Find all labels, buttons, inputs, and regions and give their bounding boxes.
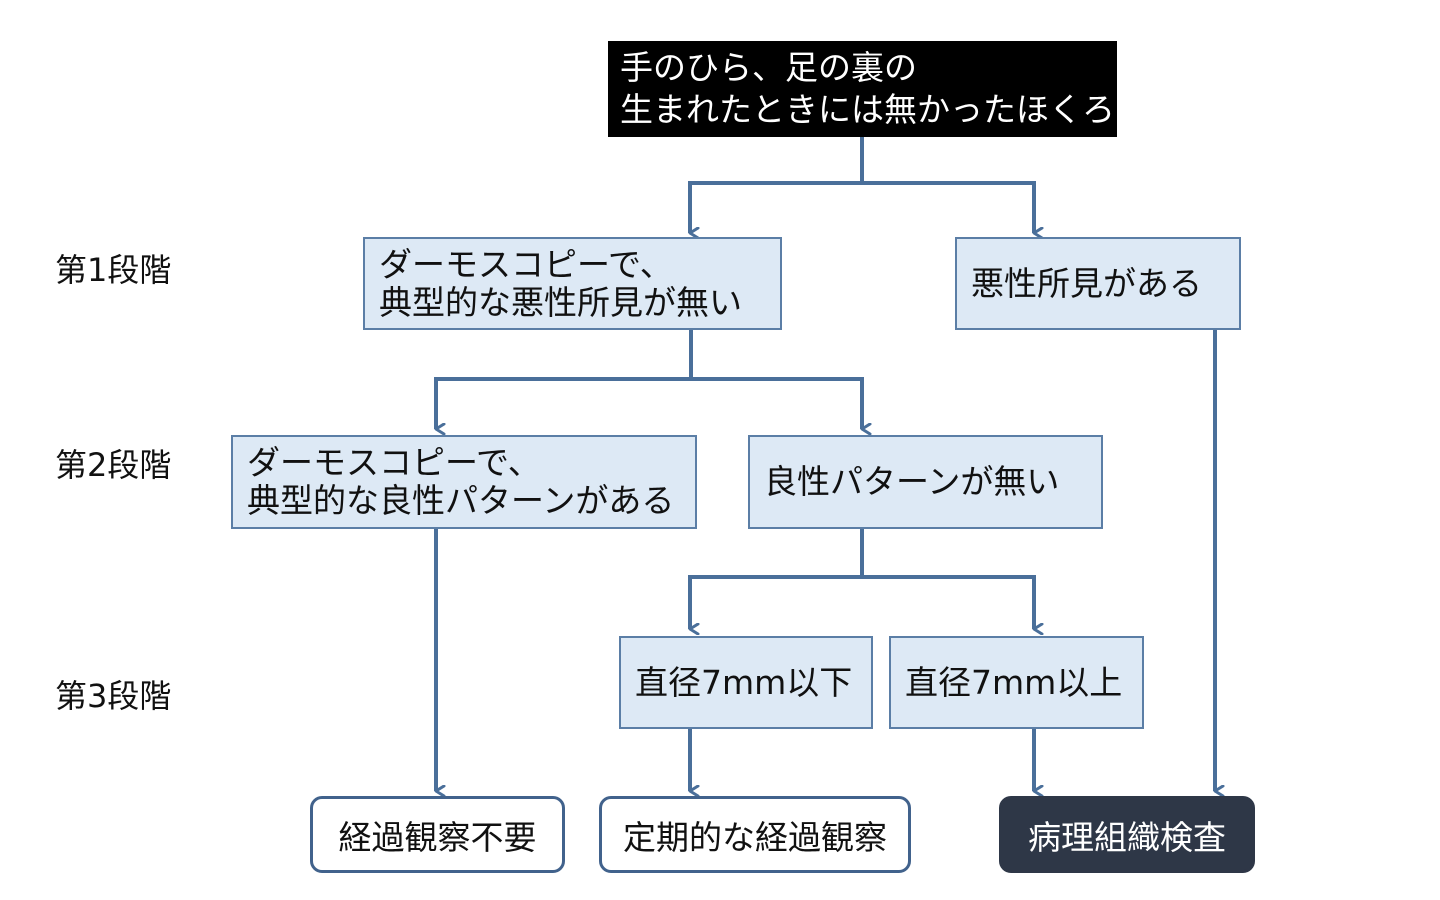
outcome-regular-followup-label: 定期的な経過観察 bbox=[623, 817, 887, 857]
level3-small-label: 直径7mm以下 bbox=[635, 662, 853, 702]
level2-benign-pattern-node: ダーモスコピーで、 典型的な良性パターンがある bbox=[231, 435, 697, 529]
outcome-no-followup-label: 経過観察不要 bbox=[338, 817, 537, 857]
connector-level1-branch bbox=[436, 330, 862, 381]
connector-start-branch bbox=[690, 137, 1034, 185]
level3-large-label: 直径7mm以上 bbox=[905, 662, 1123, 702]
level1-left-line-1: ダーモスコピーで、 bbox=[379, 244, 673, 284]
level2-no-benign-node: 良性パターンが無い bbox=[748, 435, 1103, 529]
level1-left-line-2: 典型的な悪性所見が無い bbox=[379, 282, 742, 322]
connector-level2-branch bbox=[690, 528, 1034, 579]
level2-right-label: 良性パターンが無い bbox=[764, 462, 1060, 501]
stage-label-1: 第1段階 bbox=[55, 251, 172, 289]
start-line-1: 手のひら、足の裏の bbox=[620, 48, 917, 87]
outcome-regular-followup: 定期的な経過観察 bbox=[599, 796, 911, 873]
level2-left-line-1: ダーモスコピーで、 bbox=[247, 443, 541, 482]
stage-label-2: 第2段階 bbox=[55, 446, 172, 484]
outcome-biopsy: 病理組織検査 bbox=[999, 796, 1255, 873]
outcome-biopsy-label: 病理組織検査 bbox=[1028, 817, 1226, 857]
start-node: 手のひら、足の裏の 生まれたときには無かったほくろ bbox=[608, 41, 1117, 137]
start-line-2: 生まれたときには無かったほくろ bbox=[620, 90, 1115, 129]
stage-label-3: 第3段階 bbox=[55, 677, 172, 715]
level1-right-label: 悪性所見がある bbox=[971, 263, 1202, 303]
level2-left-line-2: 典型的な良性パターンがある bbox=[247, 481, 675, 520]
outcome-no-followup: 経過観察不要 bbox=[310, 796, 565, 873]
level1-malignant-node: 悪性所見がある bbox=[955, 237, 1241, 330]
level3-large-node: 直径7mm以上 bbox=[889, 636, 1144, 729]
level1-no-malignant-node: ダーモスコピーで、 典型的な悪性所見が無い bbox=[363, 237, 782, 330]
level3-small-node: 直径7mm以下 bbox=[619, 636, 873, 729]
